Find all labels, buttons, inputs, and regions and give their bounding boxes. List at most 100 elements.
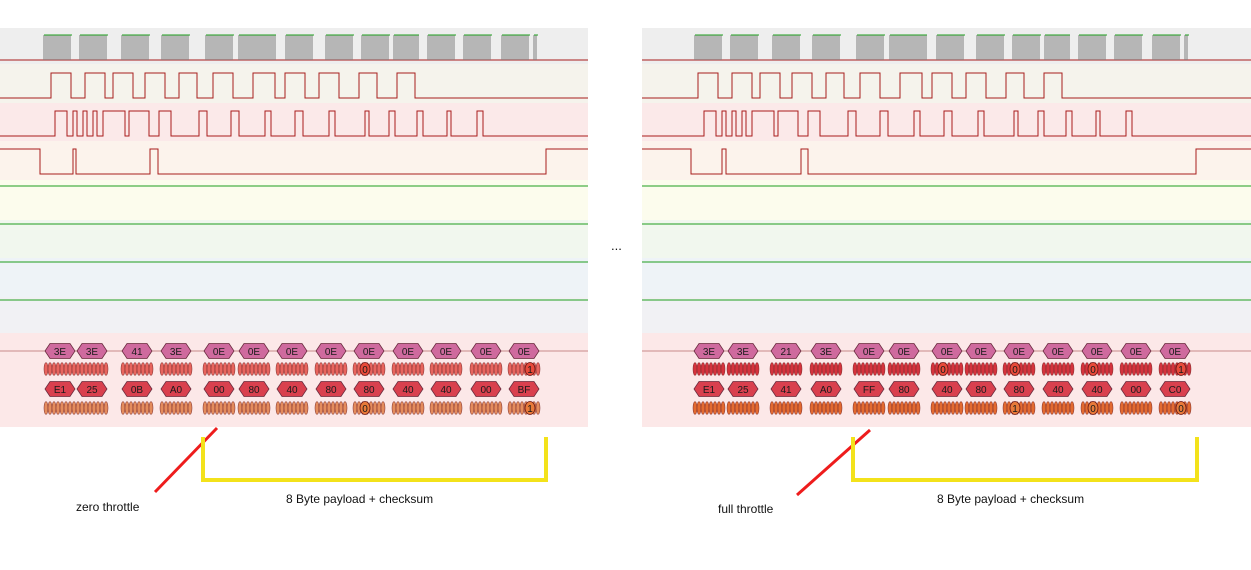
bit-mark — [55, 362, 61, 376]
bit-mark — [376, 362, 382, 376]
bit-mark — [738, 362, 744, 376]
clock-burst — [361, 34, 390, 60]
bit-mark — [175, 362, 181, 376]
byte-label-row1: 0E — [1169, 347, 1182, 358]
bit-mark — [59, 401, 65, 415]
channel-1-signal — [642, 72, 1251, 99]
byte-shape-row2 — [276, 381, 308, 397]
bit-mark — [433, 401, 439, 415]
bit-mark — [813, 362, 819, 376]
bit-row-2 — [275, 401, 309, 415]
bit-mark — [230, 401, 236, 415]
bit-mark — [75, 401, 81, 415]
bit-mark — [511, 401, 517, 415]
bit-mark — [809, 362, 815, 376]
bit-mark — [477, 401, 483, 415]
byte-label-row1: 41 — [131, 347, 143, 358]
bit-value-label: 0 — [940, 365, 946, 376]
bit-value-marker — [1175, 362, 1187, 376]
lane-background — [642, 297, 1251, 333]
bit-mark — [511, 362, 517, 376]
bit-mark — [43, 401, 49, 415]
byte-label-row1: 3E — [737, 347, 750, 358]
clock-burst — [889, 34, 927, 60]
bit-mark — [868, 401, 874, 415]
bit-mark — [265, 362, 271, 376]
bit-mark — [769, 362, 775, 376]
byte-shape-row1 — [76, 343, 108, 359]
bit-mark — [876, 362, 882, 376]
clock-burst — [161, 34, 190, 60]
bit-mark — [303, 401, 309, 415]
byte-label-row2: 00 — [480, 385, 492, 396]
byte-label-row1: 0E — [941, 347, 954, 358]
bit-mark — [1104, 362, 1110, 376]
byte-label-row2: 80 — [363, 385, 375, 396]
bit-mark — [287, 401, 293, 415]
bit-mark — [342, 401, 348, 415]
bit-mark — [175, 401, 181, 415]
bit-mark — [218, 362, 224, 376]
lane-background — [0, 64, 588, 103]
clock-burst — [694, 34, 723, 60]
bit-mark — [449, 362, 455, 376]
bit-mark — [226, 401, 232, 415]
bit-row-1 — [887, 362, 921, 376]
bit-mark — [407, 362, 413, 376]
bit-mark — [128, 362, 134, 376]
bit-mark — [746, 362, 752, 376]
bit-row-1 — [120, 362, 154, 376]
bit-value-marker — [937, 362, 949, 376]
bit-mark — [730, 401, 736, 415]
bit-mark — [241, 362, 247, 376]
bit-mark — [415, 362, 421, 376]
clock-burst — [936, 34, 965, 60]
bit-row-2 — [159, 401, 193, 415]
bit-mark — [326, 362, 332, 376]
bit-mark — [493, 362, 499, 376]
bit-mark — [864, 401, 870, 415]
bit-row-2 — [469, 401, 503, 415]
payload-label-right: 8 Byte payload + checksum — [937, 492, 1085, 506]
bit-mark — [797, 401, 803, 415]
bit-mark — [1186, 401, 1192, 415]
byte-shape-row1 — [470, 343, 502, 359]
byte-label-row1: 0E — [518, 347, 531, 358]
bit-mark — [773, 401, 779, 415]
bit-row-1 — [43, 362, 77, 376]
bit-mark — [380, 401, 386, 415]
bit-value-label: 0 — [1090, 365, 1096, 376]
byte-label-row2: 00 — [1130, 385, 1142, 396]
byte-shape-row2 — [1159, 381, 1191, 397]
bit-mark — [1131, 362, 1137, 376]
lane-background — [642, 220, 1251, 258]
byte-shape-row1 — [353, 343, 385, 359]
bit-mark — [1123, 401, 1129, 415]
byte-shape-row1 — [203, 343, 235, 359]
bit-mark — [334, 362, 340, 376]
byte-label-row2: 80 — [898, 385, 910, 396]
bit-mark — [299, 362, 305, 376]
bit-mark — [202, 401, 208, 415]
bit-mark — [716, 401, 722, 415]
bit-value-label: 1 — [527, 365, 533, 376]
bit-mark — [1022, 401, 1028, 415]
bit-mark — [322, 401, 328, 415]
byte-shape-row2 — [853, 381, 885, 397]
byte-label-row1: 3E — [820, 347, 833, 358]
byte-shape-row2 — [693, 381, 725, 397]
byte-shape-row2 — [508, 381, 540, 397]
lane-background — [642, 258, 1251, 297]
bit-mark — [411, 362, 417, 376]
bit-mark — [708, 401, 714, 415]
bit-mark — [489, 401, 495, 415]
byte-label-row1: 0E — [1013, 347, 1026, 358]
bit-mark — [441, 362, 447, 376]
byte-shape-row2 — [1003, 381, 1035, 397]
bit-mark — [128, 401, 134, 415]
bit-mark — [837, 401, 843, 415]
byte-shape-row1 — [1120, 343, 1152, 359]
byte-shape-row2 — [315, 381, 347, 397]
bit-mark — [83, 362, 89, 376]
bit-mark — [507, 362, 513, 376]
